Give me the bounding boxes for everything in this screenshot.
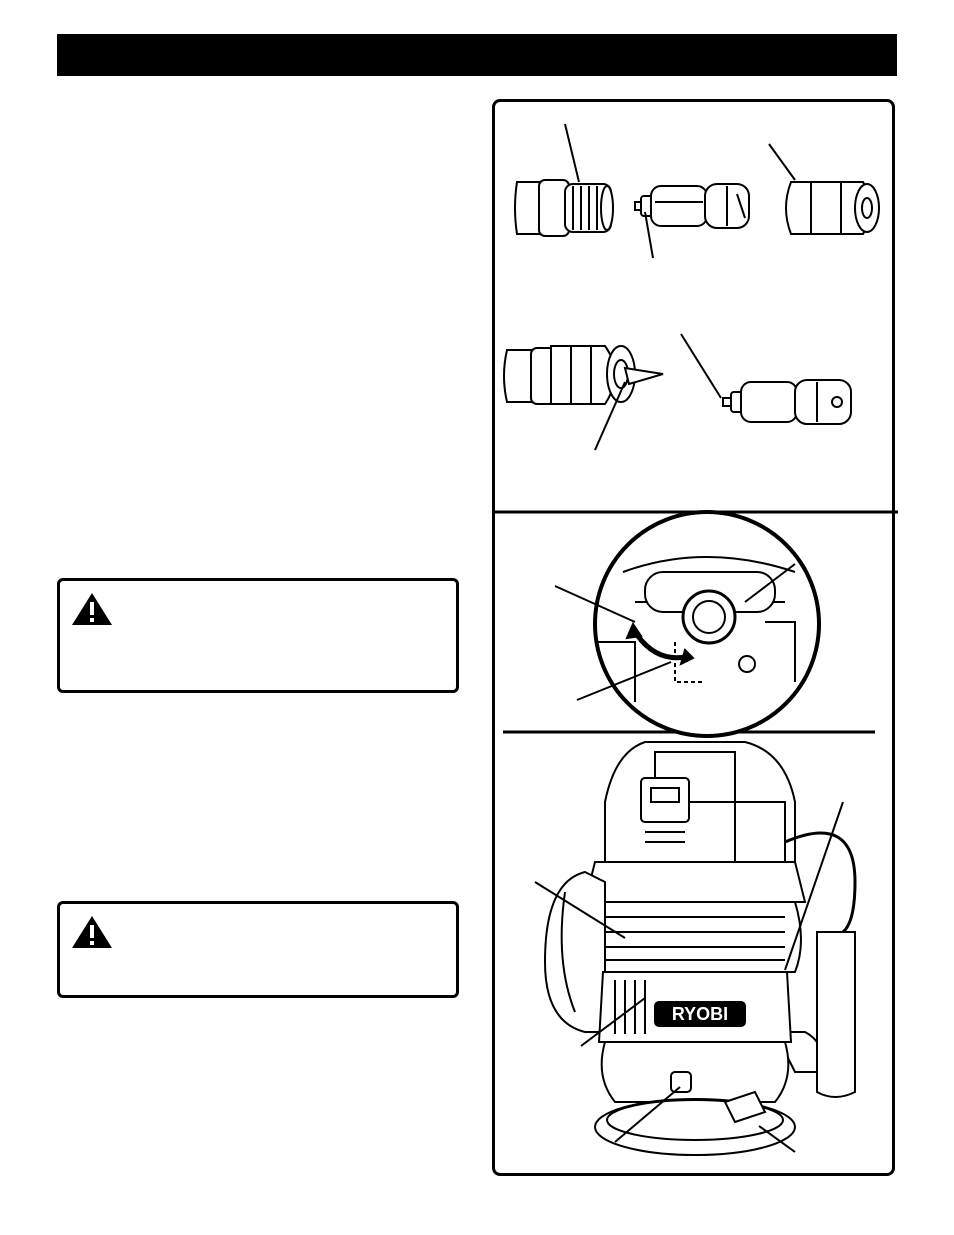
router-brand-label: RYOBI [672, 1004, 728, 1024]
collet-removed-icon [680, 333, 852, 425]
figures-illustration: RYOBI [495, 123, 898, 1156]
lock-lever-closeup-icon [554, 510, 821, 738]
warning-triangle-icon [72, 593, 112, 625]
armature-shaft-icon [514, 123, 614, 237]
warning-triangle-icon [72, 916, 112, 948]
assembled-collet-icon [503, 345, 664, 451]
router-illustration-icon: RYOBI [534, 741, 857, 1156]
figure-panel: RYOBI [492, 99, 898, 1176]
warning-box-2 [57, 901, 459, 998]
collet-nut-icon [768, 143, 880, 235]
collet-icon [634, 183, 750, 259]
header-bar [57, 34, 897, 76]
warning-box-1 [57, 578, 459, 693]
